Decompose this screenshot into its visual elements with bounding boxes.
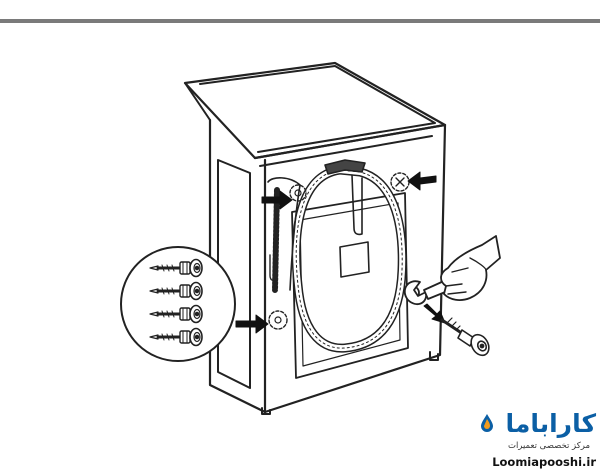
bolt-position-top-right <box>390 172 410 192</box>
bolt-detail-inset <box>120 246 236 362</box>
inset-transit-bolt <box>149 304 203 324</box>
drain-hose-icon <box>267 159 407 353</box>
logo-tagline: مرکز تخصصی تعمیرات <box>507 441 590 451</box>
arrow-bottom-left <box>235 314 269 334</box>
logo-brand-name: کاراباما <box>505 409 596 438</box>
transit-bolt-icon <box>440 317 490 357</box>
inset-transit-bolt <box>149 258 203 278</box>
logo-website: Loomiapooshi.ir <box>492 455 596 469</box>
hand-icon <box>440 235 501 301</box>
inset-transit-bolt <box>149 327 203 347</box>
arrow-top-right <box>407 171 437 191</box>
bolt-position-bottom-left <box>268 310 288 330</box>
drop-icon <box>481 414 493 432</box>
watermark-logo: کاراباما مرکز تخصصی تعمیرات Loomiapooshi… <box>478 407 596 473</box>
bolt-position-top-left <box>289 184 307 202</box>
arrow-bolt-out <box>423 303 446 324</box>
washing-machine-body <box>183 61 447 415</box>
arrow-top-left <box>261 190 293 210</box>
inset-transit-bolt <box>149 281 203 301</box>
